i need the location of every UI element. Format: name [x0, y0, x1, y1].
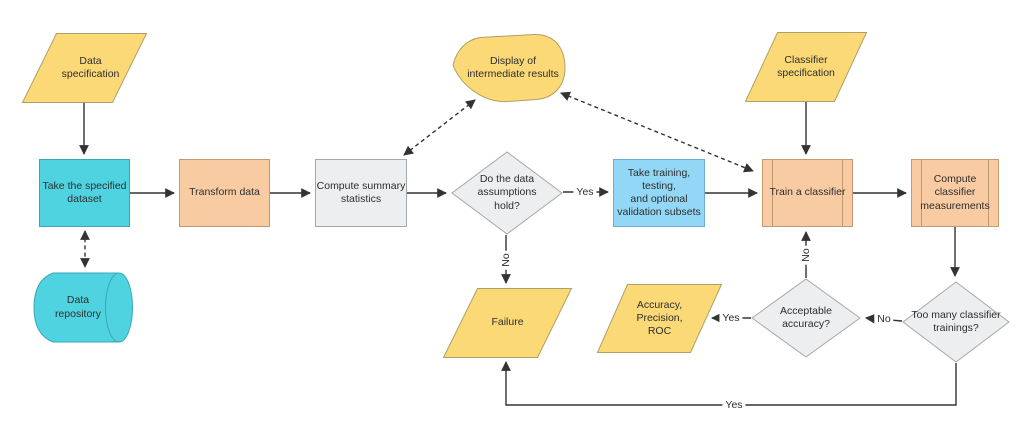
- node-classifier-specification: Classifier specification: [744, 32, 868, 102]
- node-compute-summary: Compute summary statistics: [315, 159, 407, 227]
- decision-diamond-shape: [451, 151, 563, 235]
- edge-label-no: No: [874, 313, 894, 325]
- edge-display-train-dashed: [560, 91, 754, 173]
- edge-label-yes: Yes: [722, 399, 746, 411]
- parallelogram-shape: [596, 284, 723, 353]
- decision-diamond-shape: [751, 278, 861, 358]
- node-data-specification: Data specification: [21, 33, 148, 103]
- node-take-dataset: Take the specified dataset: [39, 159, 130, 227]
- node-compute-measurements: Compute classifier measurements: [911, 159, 999, 227]
- node-label: Compute classifier measurements: [920, 173, 990, 212]
- parallelogram-shape: [744, 32, 868, 102]
- node-display-intermediate: Display of intermediate results: [452, 33, 566, 103]
- edge-label-no: No: [500, 250, 512, 270]
- cylinder-shape: [33, 272, 133, 343]
- node-too-many-trainings: Too many classifier trainings?: [902, 281, 1010, 363]
- node-label: Train a classifier: [769, 186, 846, 199]
- edge-computesummary-display-dashed: [403, 99, 476, 156]
- edge-label-yes: Yes: [573, 186, 597, 198]
- node-failure: Failure: [442, 288, 573, 358]
- node-accuracy-outputs: Accuracy, Precision, ROC: [596, 284, 723, 353]
- node-assumptions-hold: Do the data assumptions hold?: [451, 151, 563, 235]
- node-label: Take the specified dataset: [42, 179, 127, 205]
- predefined-process-bar: [772, 160, 773, 226]
- parallelogram-shape: [442, 288, 573, 358]
- predefined-process-bar: [921, 160, 922, 226]
- predefined-process-bar: [988, 160, 989, 226]
- parallelogram-shape: [21, 33, 148, 103]
- predefined-process-bar: [842, 160, 843, 226]
- node-acceptable-accuracy: Acceptable accuracy?: [751, 278, 861, 358]
- node-take-subsets: Take training, testing, and optional val…: [613, 159, 705, 227]
- node-train-classifier: Train a classifier: [762, 159, 853, 227]
- display-shape: [452, 33, 566, 103]
- decision-diamond-shape: [902, 281, 1010, 363]
- edge-label-no: No: [800, 245, 812, 265]
- node-label: Compute summary statistics: [316, 179, 406, 205]
- node-label: Take training, testing, and optional val…: [617, 166, 701, 219]
- node-label: Transform data: [189, 186, 260, 199]
- node-data-repository: Data repository: [33, 272, 133, 343]
- edge-label-yes: Yes: [719, 312, 743, 324]
- node-transform-data: Transform data: [179, 159, 270, 227]
